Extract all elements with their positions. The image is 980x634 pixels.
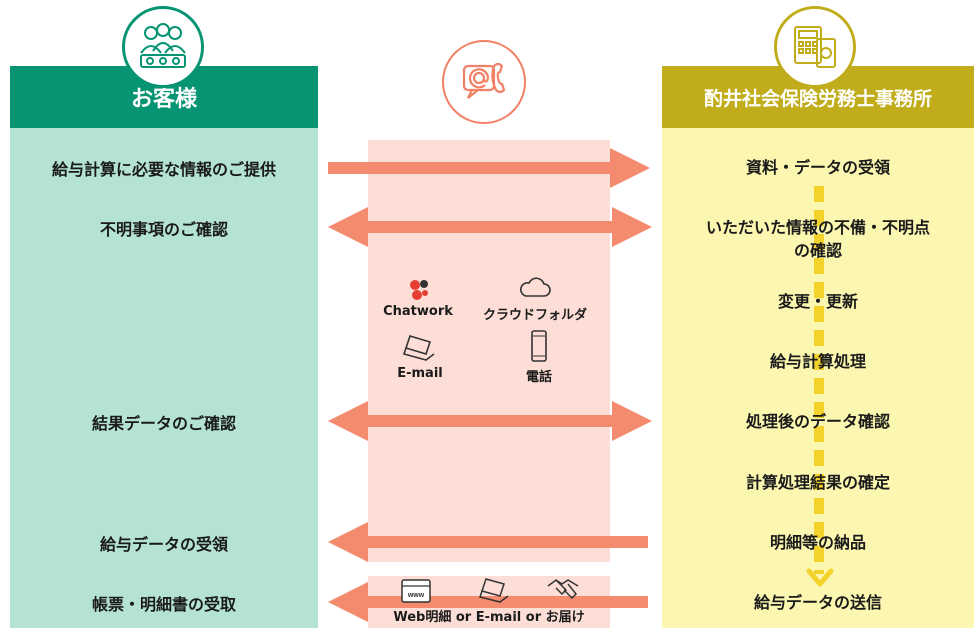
customer-step-1: 給与計算に必要な情報のご提供 xyxy=(51,160,276,179)
chatwork-label: Chatwork xyxy=(383,304,453,319)
office-step-3: 変更・更新 xyxy=(777,292,858,311)
calculator-document-icon xyxy=(794,26,836,68)
people-group-icon xyxy=(140,23,186,68)
office-step-1: 資料・データの受領 xyxy=(745,158,890,177)
arrow-documents xyxy=(328,582,648,622)
office-step-7: 明細等の納品 xyxy=(769,533,866,552)
customer-step-4: 給与データの受領 xyxy=(99,535,228,554)
svg-text:www: www xyxy=(407,592,425,599)
office-step-4: 給与計算処理 xyxy=(769,352,866,371)
arrows-layer xyxy=(328,148,652,622)
office-step-2: いただいた情報の不備・不明点 の確認 xyxy=(705,218,930,260)
office-title: 酌井社会保険労務士事務所 xyxy=(703,87,932,110)
web-browser-icon: www xyxy=(401,579,431,603)
smartphone-icon xyxy=(531,330,547,362)
handshake-icon xyxy=(547,579,579,600)
office-step-8: 給与データの送信 xyxy=(753,593,882,612)
office-step-6: 計算処理結果の確定 xyxy=(745,473,890,492)
cloud-folder-label: クラウドフォルダ xyxy=(482,308,587,323)
email-label: E-mail xyxy=(397,366,443,381)
customer-step-5: 帳票・明細書の受取 xyxy=(91,595,236,614)
customer-step-3: 結果データのご確認 xyxy=(91,414,236,433)
customer-icon-circle xyxy=(122,6,204,88)
customer-panel xyxy=(10,128,318,628)
laptop-delivery-icon xyxy=(479,578,509,603)
communication-band xyxy=(368,140,610,562)
laptop-icon xyxy=(402,335,435,361)
cloud-icon xyxy=(520,277,551,297)
process-flow-line xyxy=(814,186,824,574)
phone-label: 電話 xyxy=(525,370,552,385)
arrow-salary-data xyxy=(328,522,648,562)
arrow-confirm-unclear xyxy=(328,207,652,247)
office-step-5: 処理後のデータ確認 xyxy=(745,412,890,431)
email-phone-icon xyxy=(462,62,506,99)
office-icon-circle xyxy=(774,6,856,88)
contact-icon-circle xyxy=(442,40,526,124)
arrow-confirm-results xyxy=(328,401,652,441)
customer-title: お客様 xyxy=(130,87,197,112)
customer-step-2: 不明事項のご確認 xyxy=(99,220,228,239)
chatwork-icon xyxy=(410,280,428,300)
delivery-methods-label: Web明細 or E-mail or お届け xyxy=(393,610,585,625)
chevron-down-icon xyxy=(806,568,834,587)
arrow-provide-info xyxy=(328,148,650,188)
